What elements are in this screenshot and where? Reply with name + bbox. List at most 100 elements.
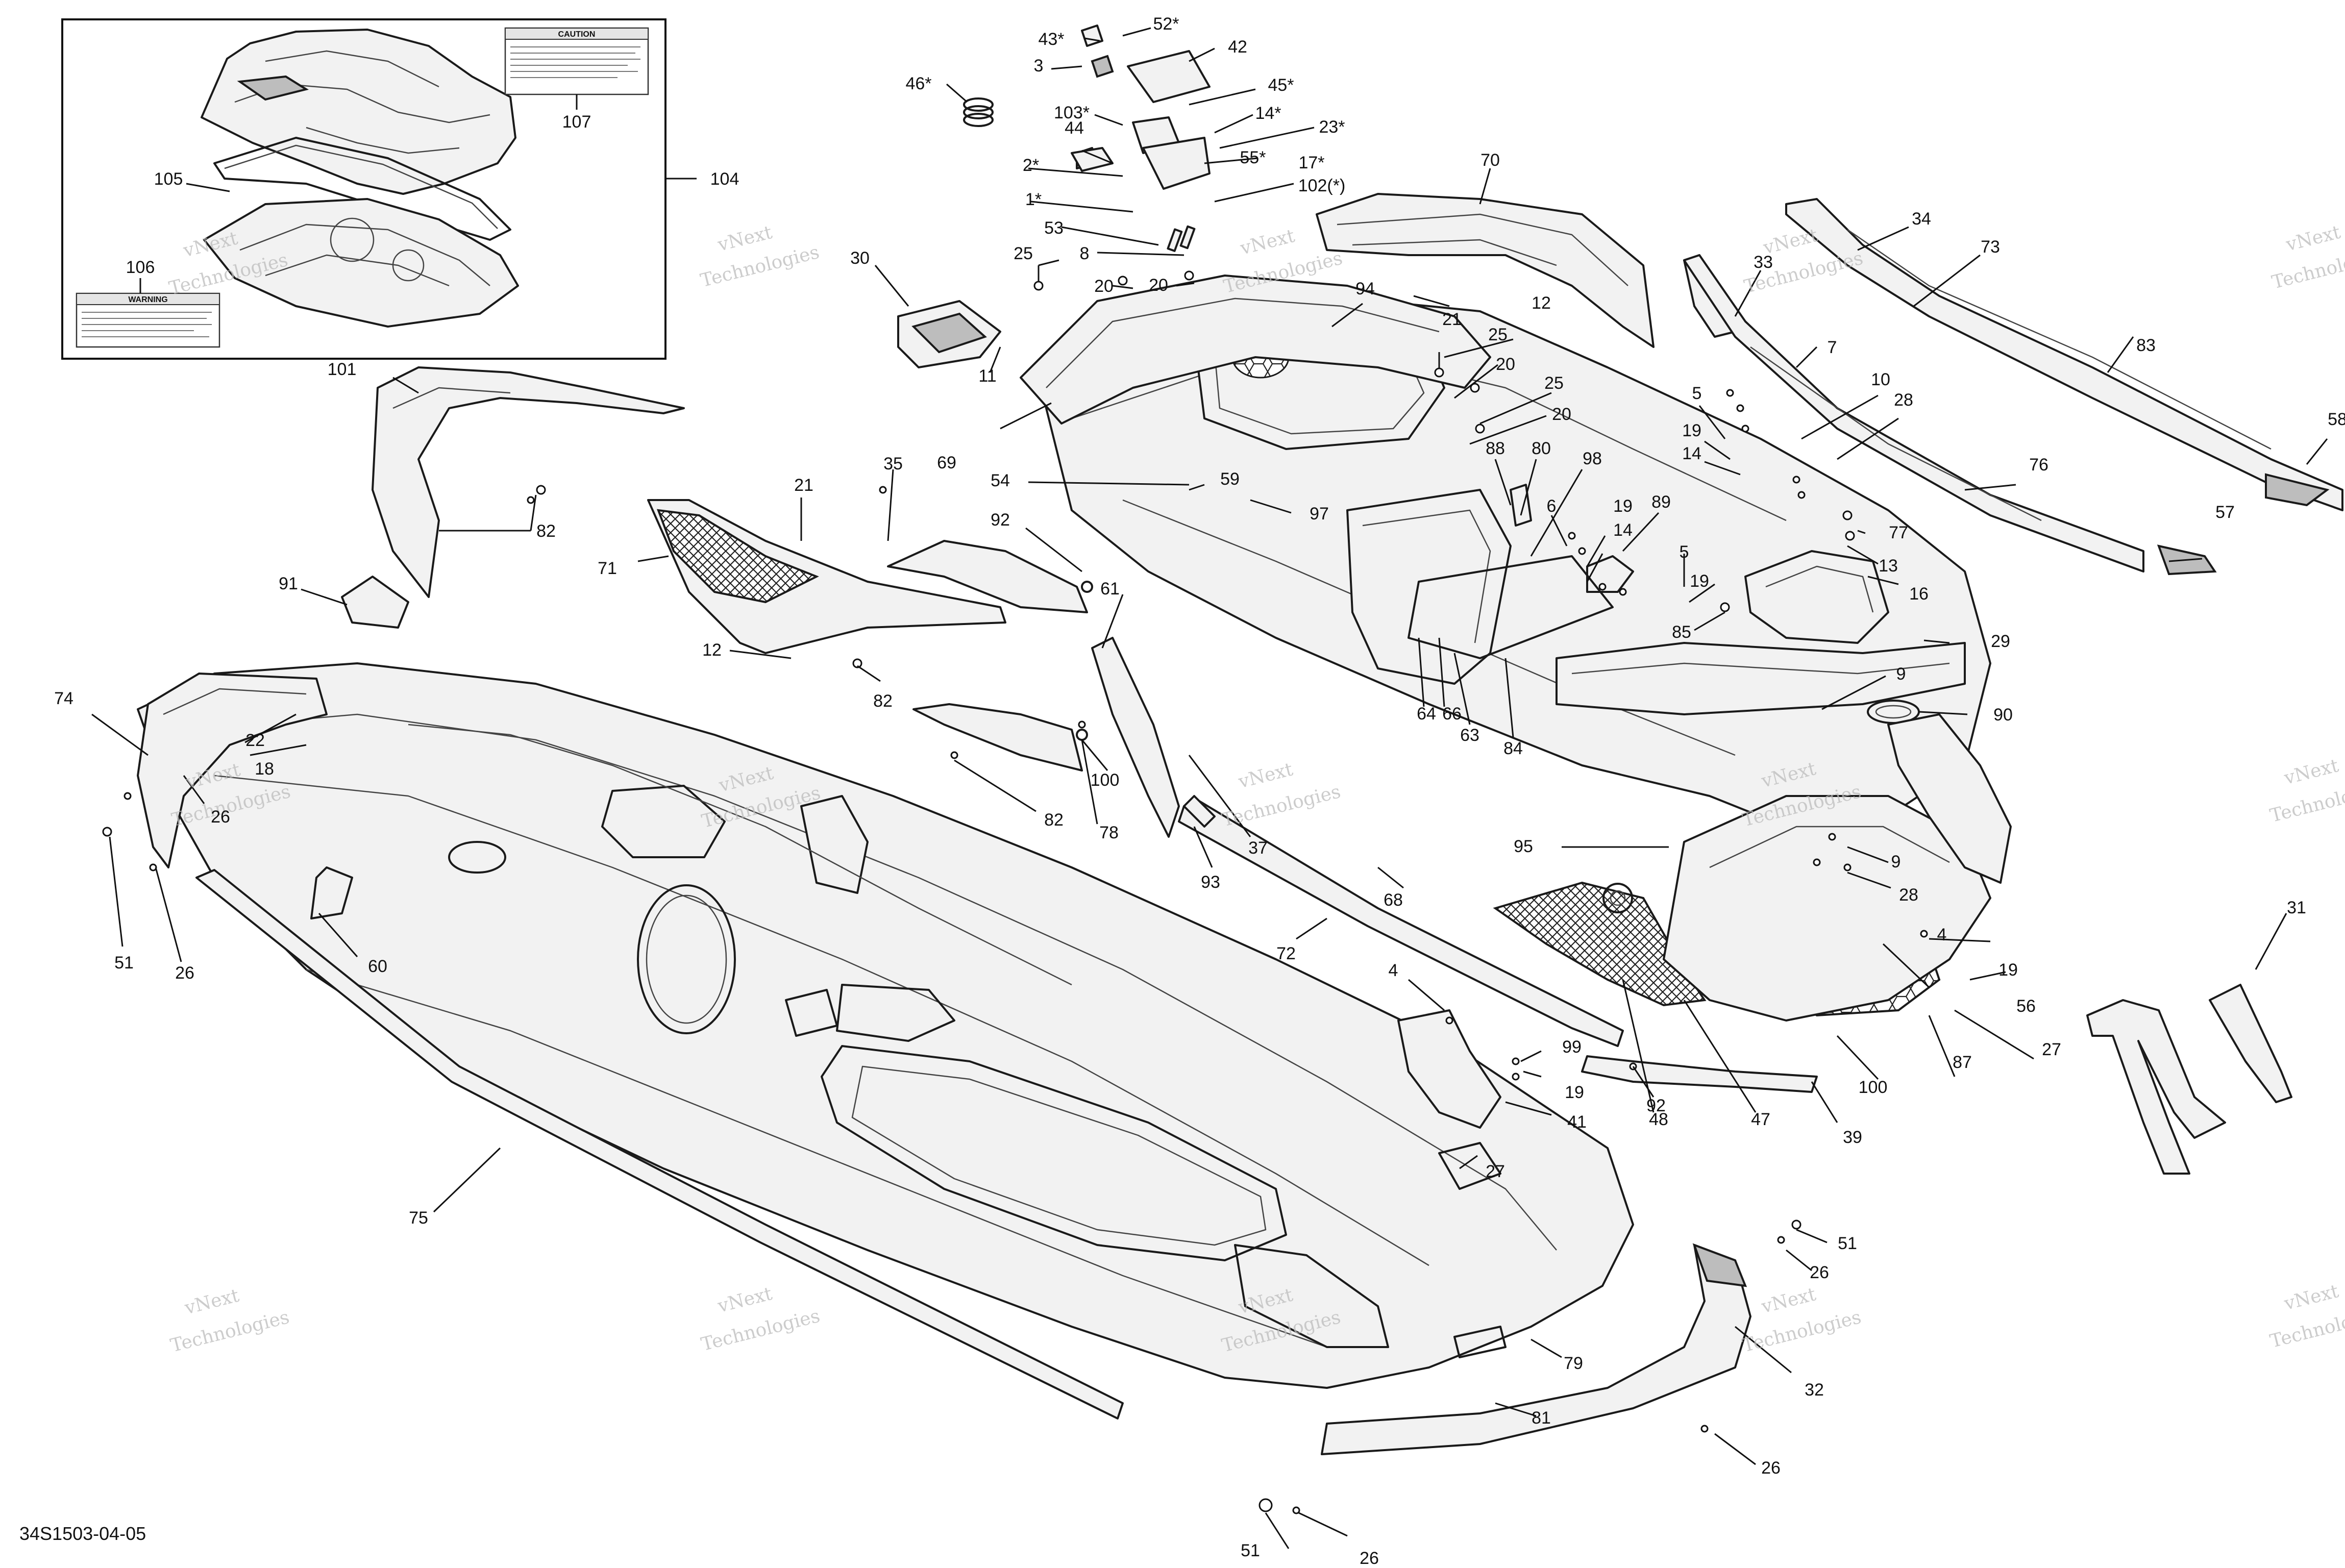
callout-c108: 87 (1953, 1053, 1972, 1072)
callout-c56: 77 (1889, 523, 1908, 542)
callout-c118: 79 (1564, 1354, 1583, 1373)
callout-c33: 25 (1488, 325, 1508, 344)
callout-c79: 63 (1460, 726, 1479, 745)
callout-c65: 71 (598, 559, 617, 578)
callout-c121: 26 (1761, 1458, 1781, 1478)
leader-lines (91, 27, 2328, 1549)
callout-c109: 92 (1646, 1096, 1666, 1115)
watermark-line1: vNext (2282, 1281, 2341, 1314)
callout-c85: 26 (211, 807, 230, 827)
callout-c92: 28 (1899, 885, 1918, 905)
callout-c102: 56 (2016, 997, 2036, 1016)
callout-c51: 98 (1583, 449, 1602, 468)
callout-c114: 27 (1486, 1162, 1505, 1181)
callout-c100: 19 (1998, 960, 2018, 980)
hull (137, 662, 1751, 1455)
watermark-line2: Technologies (699, 1306, 822, 1355)
caution-label: CAUTION (504, 27, 649, 95)
callout-c122: 51 (1241, 1541, 1260, 1560)
callout-c44: 69 (937, 453, 956, 472)
callout-c112: 100 (1859, 1078, 1888, 1097)
small-parts (341, 24, 2292, 1190)
callout-c110: 48 (1649, 1110, 1668, 1129)
strip-72 (1178, 800, 1624, 1047)
callout-c30: 94 (1355, 279, 1375, 298)
callout-c70: 61 (1100, 579, 1120, 599)
callout-c84: 18 (255, 759, 274, 779)
callout-c46: 19 (1682, 421, 1701, 440)
watermark-line1: vNext (182, 1285, 241, 1318)
callout-c69: 91 (279, 574, 298, 593)
callout-c1: 107 (562, 112, 591, 132)
callout-c75: 82 (873, 691, 893, 711)
callout-c52: 35 (883, 454, 903, 474)
callout-c7: 42 (1228, 37, 1247, 57)
callout-c35: 25 (1544, 374, 1564, 393)
callout-c97: 60 (368, 957, 387, 976)
callout-c106: 41 (1567, 1112, 1587, 1132)
callout-c38: 83 (2136, 336, 2156, 355)
callout-c71: 19 (1690, 571, 1709, 591)
callout-c25: 8 (1080, 244, 1090, 263)
callout-c8: 3 (1034, 56, 1044, 76)
callout-c89: 37 (1248, 838, 1268, 858)
watermark-line2: Technologies (2268, 777, 2345, 826)
callout-c23: 73 (1981, 237, 2000, 257)
document-id: 34S1503-04-05 (19, 1523, 146, 1544)
callout-c76: 9 (1896, 664, 1906, 684)
callout-c68: 16 (1909, 584, 1929, 604)
callout-c72: 85 (1672, 623, 1691, 642)
watermark-line2: Technologies (2268, 1302, 2345, 1352)
callout-c21: 70 (1480, 151, 1500, 170)
callout-c45: 101 (328, 360, 357, 379)
inset-box: CAUTION WARNING (61, 18, 667, 360)
callout-c43: 58 (2328, 410, 2345, 429)
callout-c58: 82 (536, 521, 556, 541)
watermark-line2: Technologies (1740, 1307, 1863, 1356)
upper-deck (1020, 275, 2012, 1022)
callout-c37: 7 (1828, 338, 1837, 357)
callout-c59: 97 (1310, 504, 1329, 524)
callout-c94: 93 (1201, 873, 1220, 892)
callout-c49: 88 (1486, 439, 1505, 458)
callout-c101: 31 (2287, 898, 2306, 917)
callout-c64: 13 (1879, 556, 1898, 576)
callout-c91: 9 (1891, 852, 1901, 872)
callout-c74: 29 (1991, 632, 2010, 651)
callout-c28: 20 (1149, 276, 1168, 295)
callout-c111: 47 (1751, 1110, 1770, 1129)
callout-c47: 14 (1682, 444, 1701, 463)
watermark-line1: vNext (1238, 226, 1297, 259)
callout-c13: 23* (1319, 117, 1345, 137)
callout-c20: 53 (1044, 218, 1064, 238)
callout-c6: 52* (1153, 14, 1179, 34)
callout-c16: 17* (1298, 153, 1324, 172)
callout-c119: 32 (1805, 1380, 1824, 1400)
callout-c78: 66 (1442, 704, 1462, 724)
callout-c34: 20 (1496, 355, 1515, 374)
callout-c66: 92 (991, 510, 1010, 530)
callout-c63: 14 (1613, 520, 1633, 540)
callout-c90: 95 (1514, 837, 1533, 856)
callout-c82: 74 (54, 689, 73, 708)
callout-c73: 12 (702, 640, 722, 660)
callout-c48: 76 (2029, 455, 2048, 475)
callout-c5: 43* (1038, 30, 1064, 49)
watermark-line1: vNext (715, 1283, 775, 1317)
watermark-line1: vNext (1236, 759, 1295, 792)
callout-c18: 102(*) (1298, 176, 1346, 195)
front-panel-74 (137, 673, 328, 868)
gasket (213, 137, 511, 241)
callout-c95: 51 (114, 953, 134, 973)
callout-c32: 12 (1532, 293, 1551, 313)
callout-c98: 72 (1276, 944, 1296, 963)
callout-c24: 33 (1754, 253, 1773, 272)
callout-c96: 26 (175, 963, 194, 983)
callout-c83: 22 (245, 731, 265, 750)
callout-c9: 46* (905, 74, 931, 93)
watermark-line2: Technologies (1220, 781, 1343, 831)
callout-c116: 51 (1838, 1234, 1857, 1253)
engine-cover (201, 29, 516, 195)
callouts: 107 104 105 106 43* 52* 42 3 46* 45* 103… (54, 14, 2345, 1568)
callout-c19: 1* (1025, 190, 1042, 209)
